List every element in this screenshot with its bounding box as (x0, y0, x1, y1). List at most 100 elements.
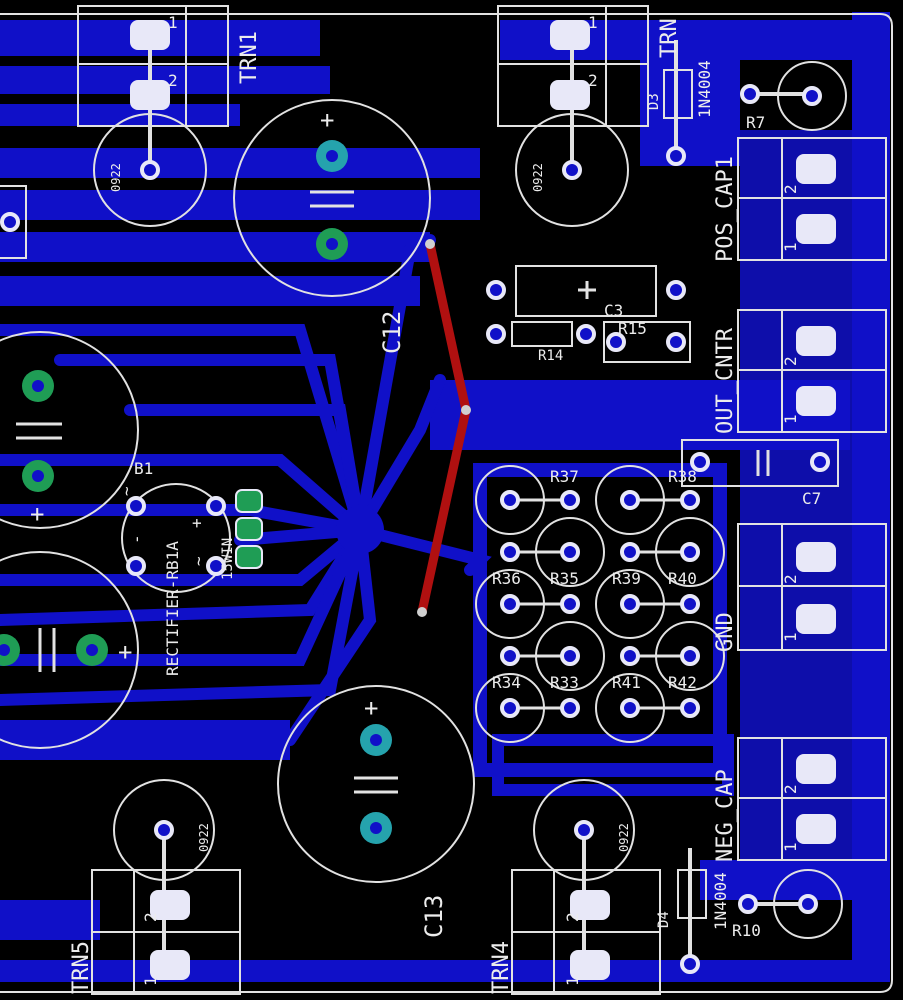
label-rectifier-ac1: ~ (117, 486, 136, 496)
rectifier-outline (121, 483, 231, 593)
connector-trn1 (77, 5, 229, 127)
label-neg-cap-pin1: 1 (781, 842, 800, 852)
label-rectifier-ac2: ~ (189, 556, 208, 566)
header-pads (235, 489, 263, 569)
label-trn4: TRN4 (489, 941, 514, 994)
connector-pads (130, 20, 836, 980)
cap-left-bottom-outline (0, 551, 139, 749)
label-tr-code-bottom-mid: 0922 (617, 823, 631, 852)
label-c13-plus: + (364, 694, 378, 722)
label-neg-cap-pin2: 2 (781, 784, 800, 794)
connector-neg-cap (737, 737, 887, 861)
label-left-top-cap-plus: + (30, 500, 44, 528)
label-tr-code-bottom-left: 0922 (197, 823, 211, 852)
label-rectifier-part: RECTIFIER-RB1A (163, 541, 182, 676)
label-rectifier-minus: - (127, 534, 146, 544)
copper-band-7 (0, 276, 420, 306)
cap-c3-outline (515, 265, 657, 317)
label-r34: R34 (492, 673, 521, 692)
label-tr-code-top-mid: 0922 (531, 163, 545, 192)
label-trn4-pin1: 1 (563, 976, 582, 986)
copper-connector-strip (740, 130, 855, 870)
label-rectifier-plus: + (187, 518, 206, 528)
connector-pos-cap1 (737, 137, 887, 261)
label-pos-cap1-pin1: 1 (781, 242, 800, 252)
label-trn4-pin2: 2 (563, 912, 582, 922)
cap-c12-outline (233, 99, 431, 297)
label-trn1-pin1: 1 (168, 13, 178, 32)
label-15win: 15WIN (220, 538, 236, 580)
via-3 (417, 607, 427, 617)
label-trn5: TRN5 (69, 941, 94, 994)
label-r39: R39 (612, 569, 641, 588)
label-r41: R41 (612, 673, 641, 692)
label-gnd-pin1: 1 (781, 632, 800, 642)
small-pads (0, 84, 830, 974)
copper-top-band-3 (0, 104, 240, 126)
ground-star-hub (336, 506, 384, 554)
cap-symbols (16, 190, 770, 794)
label-gnd-pin2: 2 (781, 574, 800, 584)
left-edge-part-outline (0, 185, 27, 259)
via-2 (461, 405, 471, 415)
via-1 (425, 239, 435, 249)
connector-out-cntr (737, 309, 887, 433)
label-out-cntr: OUT_CNTR (713, 327, 738, 434)
label-pos-cap1: POS_CAP1 (713, 156, 738, 262)
label-trn1: TRN1 (237, 31, 262, 84)
label-c3: C3 (604, 301, 623, 320)
label-d3-part: 1N4004 (695, 60, 714, 118)
label-tr-code-top-left: 0922 (109, 163, 123, 192)
label-r15: R15 (618, 319, 647, 338)
label-c12-plus: + (320, 106, 334, 134)
copper-top-right-block (640, 56, 740, 166)
label-r37: R37 (550, 467, 579, 486)
cap-r15-outline (603, 321, 691, 363)
cap-left-top-outline (0, 331, 139, 529)
pads (0, 20, 836, 980)
label-left-bottom-cap-plus: + (118, 638, 132, 666)
label-neg-cap: NEG_CAP (713, 769, 738, 862)
copper-lower-band-1 (0, 720, 290, 760)
board-edge-outline (0, 13, 893, 993)
label-trn1-pin2: 2 (168, 71, 178, 90)
label-trn-pin2: 2 (588, 71, 598, 90)
radial-traces (0, 234, 492, 746)
copper-layer-bottom (0, 12, 890, 982)
label-trn5-pin2: 2 (141, 912, 160, 922)
label-r42: R42 (668, 673, 697, 692)
label-d4-part: 1N4004 (711, 872, 730, 930)
label-trn: TRN (657, 18, 682, 58)
label-r40: R40 (668, 569, 697, 588)
copper-bottom-rail (0, 960, 890, 982)
label-d4: D4 (656, 911, 672, 928)
cap-c13-outline (277, 685, 475, 883)
copper-band-5 (0, 190, 480, 220)
label-r36: R36 (492, 569, 521, 588)
label-trn5-pin1: 1 (141, 976, 160, 986)
cap-pads (0, 140, 392, 844)
labels: TRN1 1 2 TRN 1 2 D3 1N4004 R7 POS_CAP1 2… (30, 13, 821, 994)
copper-right-rail-outer (852, 12, 890, 982)
label-r14: R14 (538, 348, 563, 364)
label-trn-pin1: 1 (588, 13, 598, 32)
label-c13: C13 (420, 895, 448, 938)
label-r35: R35 (550, 569, 579, 588)
label-d3: D3 (646, 93, 662, 110)
label-c12: C12 (378, 311, 406, 354)
cap-c7-outline (681, 439, 839, 487)
label-out-cntr-pin2: 2 (781, 356, 800, 366)
label-pos-cap1-pin2: 2 (781, 184, 800, 194)
copper-band-6 (0, 232, 430, 262)
label-gnd: GND (713, 612, 738, 652)
label-r38: R38 (668, 467, 697, 486)
resistor-r14-outline (511, 321, 573, 347)
label-c7: C7 (802, 489, 821, 508)
label-r33: R33 (550, 673, 579, 692)
copper-lower-band-2 (0, 900, 100, 940)
label-r10: R10 (732, 921, 761, 940)
label-out-cntr-pin1: 1 (781, 414, 800, 424)
label-r7: R7 (746, 113, 765, 132)
vias (417, 239, 471, 617)
